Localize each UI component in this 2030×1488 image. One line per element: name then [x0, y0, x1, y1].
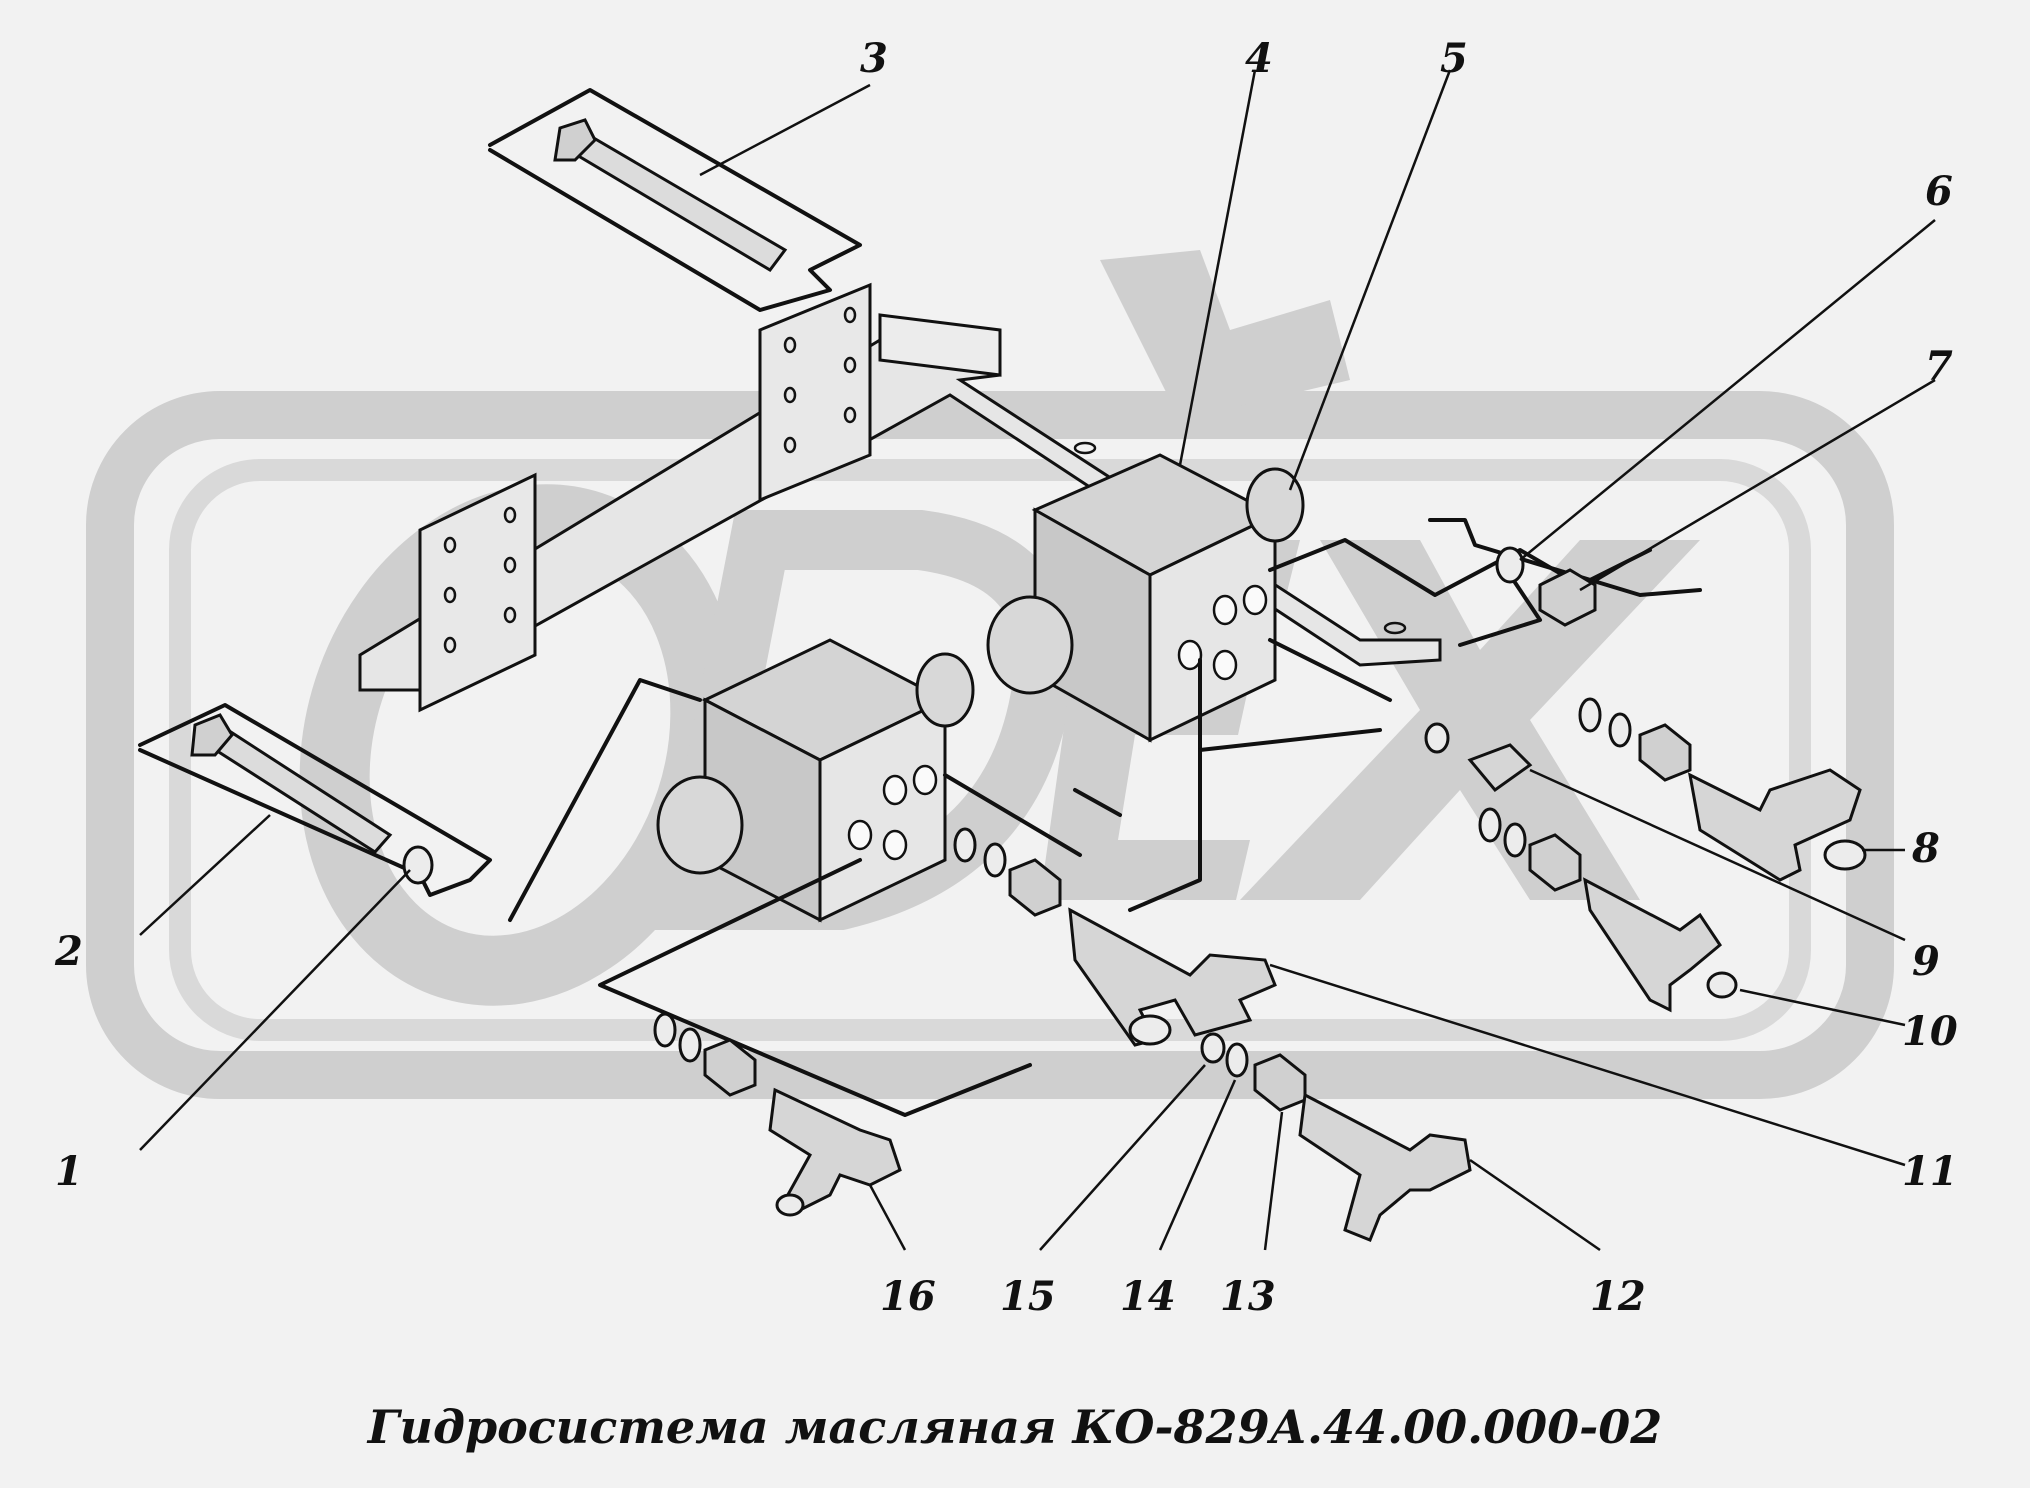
callouts: 1 2 3 4 5 6 7 8 9 10 11 12 13 14 15 16 — [54, 35, 1958, 1320]
fitting-left — [653, 1012, 902, 1217]
callout-6: 6 — [1925, 168, 1953, 215]
callout-5: 5 — [1440, 35, 1468, 82]
callout-11: 11 — [1902, 1148, 1958, 1195]
assembly-lines — [508, 518, 1702, 1117]
washer-nut-upper — [1495, 546, 1597, 627]
callout-15: 15 — [1000, 1273, 1056, 1320]
fittings-right — [1424, 697, 1867, 1013]
callout-1: 1 — [55, 1148, 83, 1195]
valve-block-upper — [986, 453, 1305, 743]
callout-7: 7 — [1925, 343, 1953, 390]
callout-10: 10 — [1902, 1008, 1958, 1055]
leader-lines — [139, 69, 1936, 1252]
callout-14: 14 — [1120, 1273, 1176, 1320]
callout-13: 13 — [1220, 1273, 1276, 1320]
callout-4: 4 — [1245, 35, 1273, 82]
diagram-caption: Гидросистема масляная КО-829А.44.00.000-… — [367, 1400, 1663, 1454]
callout-8: 8 — [1911, 825, 1940, 872]
callout-3: 3 — [860, 35, 888, 82]
callout-2: 2 — [54, 928, 83, 975]
bolt-lower — [138, 703, 492, 897]
fittings-center — [953, 827, 1472, 1242]
callout-9: 9 — [1912, 938, 1940, 985]
callout-12: 12 — [1590, 1273, 1646, 1320]
callout-16: 16 — [880, 1273, 936, 1320]
plate-lower — [418, 472, 537, 713]
plate-upper — [758, 282, 872, 503]
bolt-upper — [488, 88, 862, 312]
